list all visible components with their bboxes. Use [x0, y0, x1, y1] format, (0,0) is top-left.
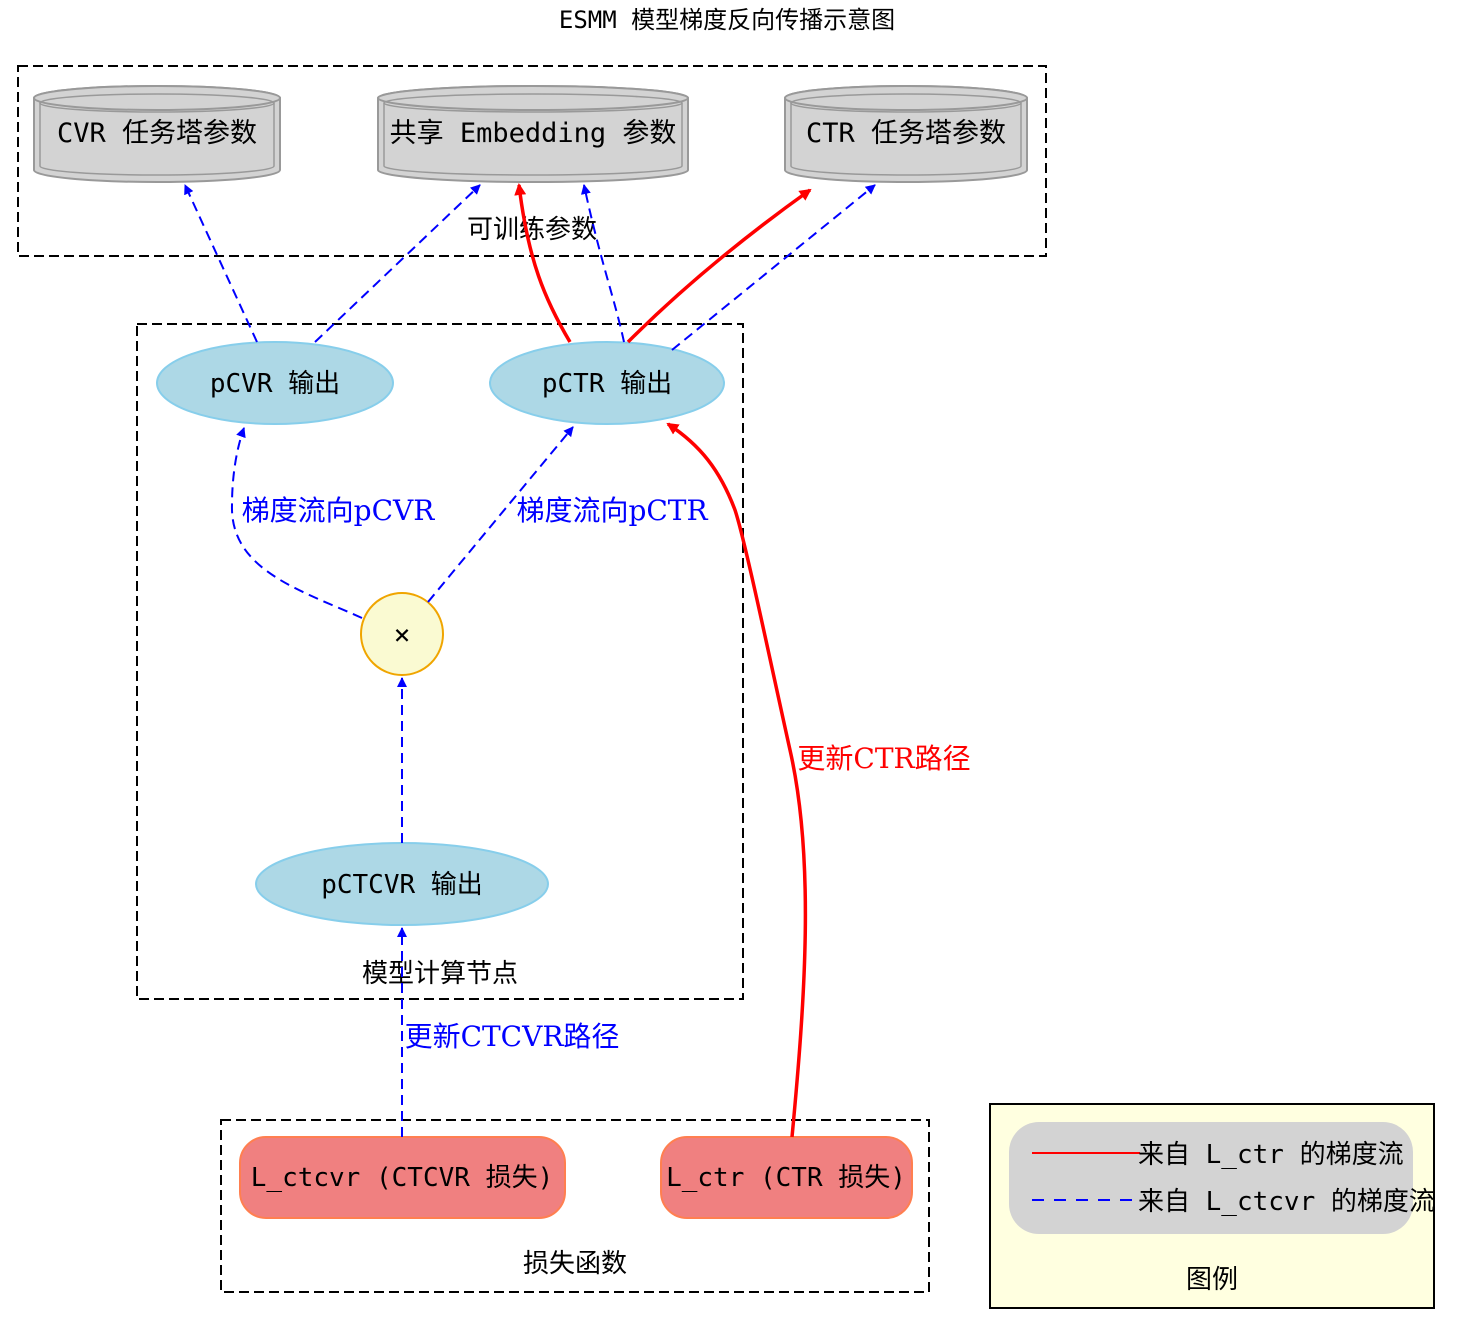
shared-embedding-label: 共享 Embedding 参数: [390, 118, 677, 149]
edge-label-update-ctr: 更新CTR路径: [797, 742, 970, 775]
l-ctr-label: L_ctr (CTR 损失): [666, 1163, 906, 1193]
pctcvr-label: pCTCVR 输出: [321, 870, 483, 900]
node-l-ctr: L_ctr (CTR 损失): [660, 1136, 913, 1219]
cluster-loss: 损失函数: [220, 1119, 930, 1293]
node-shared-embedding: 共享 Embedding 参数: [377, 85, 689, 183]
edge-label-to-pcvr: 梯度流向pCVR: [242, 494, 436, 527]
legend-red-label: 来自 L_ctr 的梯度流: [1138, 1140, 1404, 1170]
edge-pcvr-to-shared-embedding: [314, 184, 481, 343]
cluster-model-label: 模型计算节点: [362, 959, 518, 989]
edge-pcvr-to-cvr-tower: [184, 184, 258, 343]
edge-pctr-to-shared-embedding: [580, 184, 625, 343]
legend-blue-label: 来自 L_ctcvr 的梯度流: [1138, 1187, 1435, 1217]
legend-box: 来自 L_ctr 的梯度流 来自 L_ctcvr 的梯度流 图例: [989, 1103, 1435, 1309]
edge-pctr-to-ctr-tower-red: [626, 188, 812, 344]
edge-multiply-to-pctr: [427, 426, 574, 603]
cluster-params-label: 可训练参数: [467, 215, 597, 245]
node-ctr-tower: CTR 任务塔参数: [784, 85, 1028, 183]
edge-pctr-to-ctr-tower: [671, 184, 876, 351]
cvr-tower-label: CVR 任务塔参数: [57, 118, 257, 149]
node-cvr-tower: CVR 任务塔参数: [33, 85, 281, 183]
edge-label-to-pctr: 梯度流向pCTR: [516, 494, 708, 527]
node-pcvr: pCVR 输出: [156, 341, 394, 425]
diagram-title: ESMM 模型梯度反向传播示意图: [559, 6, 895, 34]
l-ctcvr-label: L_ctcvr (CTCVR 损失): [251, 1163, 553, 1193]
pcvr-label: pCVR 输出: [210, 369, 340, 399]
multiply-label: ×: [394, 618, 411, 651]
ctr-gradient-edges: [514, 183, 812, 1138]
node-pctr: pCTR 输出: [489, 341, 725, 425]
pctr-label: pCTR 输出: [542, 369, 672, 399]
edge-multiply-to-pcvr: [230, 427, 363, 619]
edge-label-update-ctcvr: 更新CTCVR路径: [405, 1020, 620, 1053]
node-l-ctcvr: L_ctcvr (CTCVR 损失): [239, 1136, 566, 1219]
ctr-tower-label: CTR 任务塔参数: [806, 118, 1006, 149]
edge-lctr-to-pctr: [666, 422, 808, 1138]
node-pctcvr: pCTCVR 输出: [255, 842, 549, 926]
cluster-loss-label: 损失函数: [523, 1249, 627, 1279]
node-multiply: ×: [360, 592, 444, 676]
ctcvr-gradient-edges: [184, 184, 876, 1137]
legend-inner-panel: [1009, 1122, 1413, 1234]
edge-pctr-to-shared-embedding-red: [514, 183, 572, 343]
cluster-model: 模型计算节点: [136, 323, 744, 1000]
legend-title: 图例: [1186, 1265, 1238, 1295]
